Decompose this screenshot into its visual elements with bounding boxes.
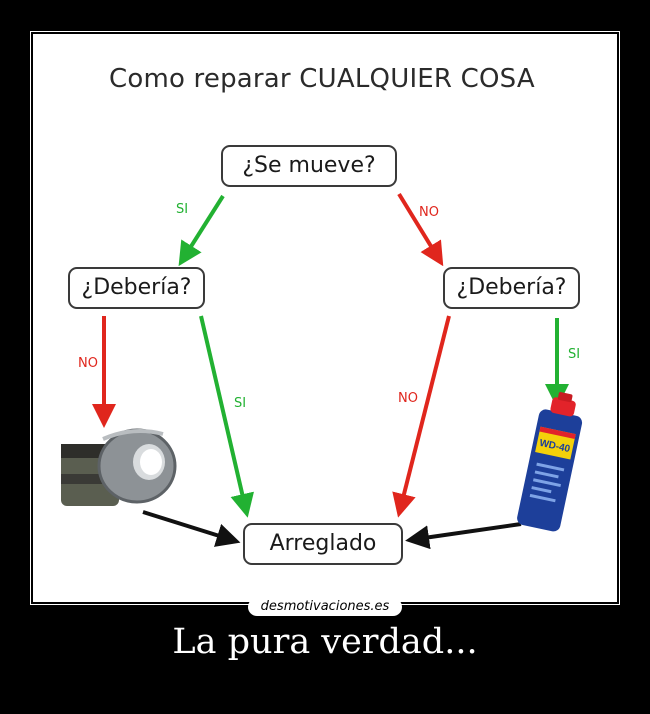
duct-tape-image <box>61 428 177 506</box>
wd40-can-image: WD-40 <box>517 392 583 532</box>
node-arreglado: Arreglado <box>243 523 403 565</box>
label-left-to-result: SI <box>234 396 247 411</box>
label-left-to-tape: NO <box>78 356 98 371</box>
diagram-panel: Como reparar CUALQUIER COSA <box>33 34 617 602</box>
node-deberia-right: ¿Debería? <box>443 267 580 309</box>
arrow-root-to-left <box>178 194 225 267</box>
arrow-left-to-result <box>199 315 254 518</box>
arrow-tape-to-result <box>142 510 241 547</box>
arrow-right-to-result <box>392 315 451 518</box>
label-root-to-left: SI <box>176 202 189 217</box>
label-right-to-result: NO <box>398 391 418 406</box>
node-se-mueve: ¿Se mueve? <box>221 145 397 187</box>
label-root-to-right: NO <box>419 205 439 220</box>
label-right-to-wd40: SI <box>568 347 581 362</box>
caption: La pura verdad... <box>172 622 478 662</box>
arrows-layer: WD-40 <box>61 192 583 550</box>
arrow-root-to-right <box>397 192 444 267</box>
watermark: desmotivaciones.es <box>248 598 402 616</box>
arrow-wd40-to-result <box>405 522 522 550</box>
diagram-title: Como reparar CUALQUIER COSA <box>109 64 535 94</box>
node-deberia-left: ¿Debería? <box>68 267 205 309</box>
